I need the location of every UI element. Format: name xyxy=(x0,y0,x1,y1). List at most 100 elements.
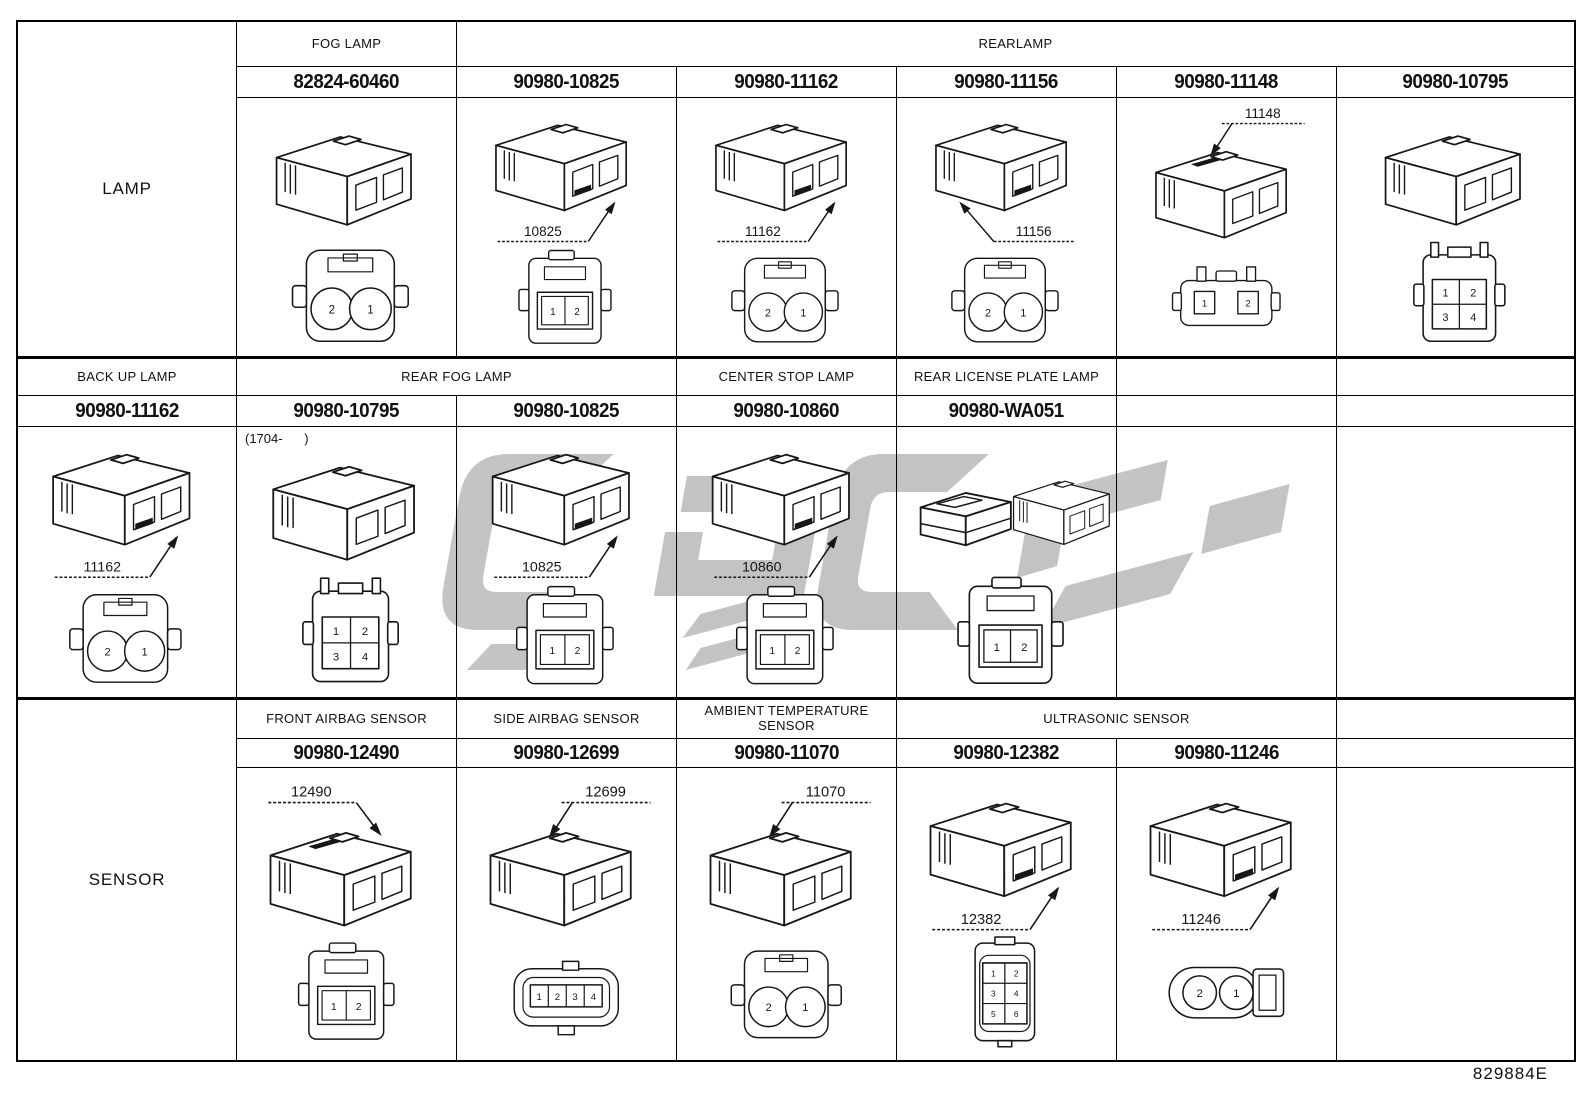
front-view-drawing: 2 1 xyxy=(69,594,182,683)
callout-label: 11148 xyxy=(1245,106,1281,121)
connector-drawing-90980-10825: 10825 1 2 xyxy=(456,97,676,356)
connector-drawing-90980-12699: 12699 1 2 3 4 xyxy=(456,767,676,1060)
callout-label: 11156 xyxy=(1016,224,1052,239)
iso-connector-pair-drawing xyxy=(919,480,1110,547)
pin-number: 2 xyxy=(1021,642,1027,654)
category-header: FOG LAMP xyxy=(236,22,456,66)
pin-number: 2 xyxy=(575,646,581,657)
part-number-text: 90980-11162 xyxy=(75,399,179,422)
pin-number: 1 xyxy=(769,646,775,657)
category-header: AMBIENT TEMPERATURE SENSOR xyxy=(676,700,896,738)
pin-number: 2 xyxy=(356,1002,362,1013)
iso-connector-drawing xyxy=(491,453,630,546)
part-number-text: 90980-12382 xyxy=(953,741,1060,764)
connector-drawing-90980-11156: 11156 2 1 xyxy=(896,97,1116,356)
pin-number: 1 xyxy=(1442,287,1448,299)
part-number: 90980-10795 xyxy=(1336,66,1574,97)
connector-drawing-90980-11070: 11070 2 1 xyxy=(676,767,896,1060)
part-number: 90980-11148 xyxy=(1116,66,1336,97)
row-label-lamp: LAMP xyxy=(102,179,152,198)
iso-connector-drawing xyxy=(269,831,412,927)
front-view-drawing: 1 2 3 4 xyxy=(302,577,399,683)
callout-label: 11162 xyxy=(84,560,122,576)
part-number: 90980-12699 xyxy=(456,738,676,767)
part-number-text: 90980-10795 xyxy=(1402,70,1509,93)
connector-drawing-90980-WA051: 1 2 xyxy=(896,426,1116,697)
connector-drawing-90980-11148: 11148 1 2 xyxy=(1116,97,1336,356)
callout-label: 10860 xyxy=(742,560,782,576)
pin-number: 1 xyxy=(142,647,148,659)
pin-number: 4 xyxy=(1014,988,1019,998)
category-header xyxy=(1116,359,1336,395)
connector-drawing-90980-12490: 12490 1 2 xyxy=(236,767,456,1060)
pin-number: 2 xyxy=(766,1002,772,1014)
iso-connector-drawing xyxy=(1155,150,1287,239)
category-header: REARLAMP xyxy=(456,22,1574,66)
connector-drawing-90980-11246: 11246 2 1 xyxy=(1116,767,1336,1060)
iso-connector-drawing xyxy=(1149,802,1292,898)
category-header: FRONT AIRBAG SENSOR xyxy=(236,700,456,738)
iso-connector-drawing xyxy=(52,453,191,546)
pin-number: 2 xyxy=(555,992,560,1003)
part-number-text: 90980-11070 xyxy=(734,741,839,764)
callout-label: 10825 xyxy=(522,560,562,576)
connector-drawing-90980-10825: 10825 1 2 xyxy=(456,426,676,697)
pin-number: 2 xyxy=(765,307,771,319)
part-number-text: 90980-12490 xyxy=(293,741,400,764)
part-number-text: 90980-12699 xyxy=(513,741,620,764)
pin-number: 2 xyxy=(1245,298,1250,309)
pin-number: 1 xyxy=(1202,298,1207,309)
front-view-drawing: 1 2 3 4 5 6 xyxy=(974,936,1036,1048)
pin-number: 3 xyxy=(572,992,577,1003)
part-number-text: 90980-11246 xyxy=(1174,741,1279,764)
iso-connector-drawing xyxy=(715,123,847,212)
pin-number: 4 xyxy=(1470,312,1476,324)
pin-number: 2 xyxy=(1197,988,1203,1000)
front-view-drawing: 2 1 xyxy=(730,950,842,1039)
part-number-text: 90980-10825 xyxy=(513,399,620,422)
connector-drawing-82824-60460: 2 1 xyxy=(236,97,456,356)
front-view-drawing: 1 2 xyxy=(735,585,834,685)
part-number xyxy=(1116,395,1336,426)
iso-connector-drawing xyxy=(935,123,1067,212)
category-header: SIDE AIRBAG SENSOR xyxy=(456,700,676,738)
callout-label: 12699 xyxy=(585,785,626,801)
front-view-drawing: 1 2 3 4 xyxy=(1413,241,1506,342)
pin-number: 1 xyxy=(1233,988,1239,1000)
part-number-text: 90980-10795 xyxy=(293,399,400,422)
part-number: 90980-WA051 xyxy=(896,395,1116,426)
part-number xyxy=(1336,738,1574,767)
part-number-text: 90980-10825 xyxy=(513,70,620,93)
category-header: REAR FOG LAMP xyxy=(236,359,676,395)
pin-number: 1 xyxy=(536,992,541,1003)
pin-number: 1 xyxy=(802,1002,808,1014)
iso-connector-drawing xyxy=(709,831,852,927)
iso-connector-drawing xyxy=(1012,480,1110,546)
iso-connector-drawing xyxy=(1384,135,1521,226)
front-view-drawing: 1 2 xyxy=(518,249,612,344)
pin-number: 1 xyxy=(550,307,556,318)
category-header: CENTER STOP LAMP xyxy=(676,359,896,395)
pin-number: 5 xyxy=(991,1009,996,1019)
pin-number: 1 xyxy=(549,646,555,657)
part-number-text: 90980-11156 xyxy=(954,70,1059,93)
pin-number: 1 xyxy=(991,969,996,979)
part-number: 90980-10825 xyxy=(456,395,676,426)
connector-drawing-90980-11162: 11162 2 1 xyxy=(676,97,896,356)
front-view-drawing: 1 2 3 4 xyxy=(513,960,620,1036)
part-number-text: 90980-11148 xyxy=(1174,70,1279,93)
callout-label: 10825 xyxy=(524,224,562,239)
front-view-drawing: 2 1 xyxy=(951,257,1059,343)
callout-label: 11070 xyxy=(806,785,846,801)
pin-number: 2 xyxy=(795,646,801,657)
pin-number: 1 xyxy=(994,642,1000,654)
category-header: BACK UP LAMP xyxy=(77,368,177,384)
iso-connector-drawing xyxy=(272,465,415,561)
pin-number: 1 xyxy=(367,304,373,316)
part-number: 90980-10825 xyxy=(456,66,676,97)
front-view-drawing: 2 1 xyxy=(1168,966,1285,1019)
part-number: 90980-10860 xyxy=(676,395,896,426)
part-number: 90980-12382 xyxy=(896,738,1116,767)
callout-label: 11162 xyxy=(745,224,781,239)
